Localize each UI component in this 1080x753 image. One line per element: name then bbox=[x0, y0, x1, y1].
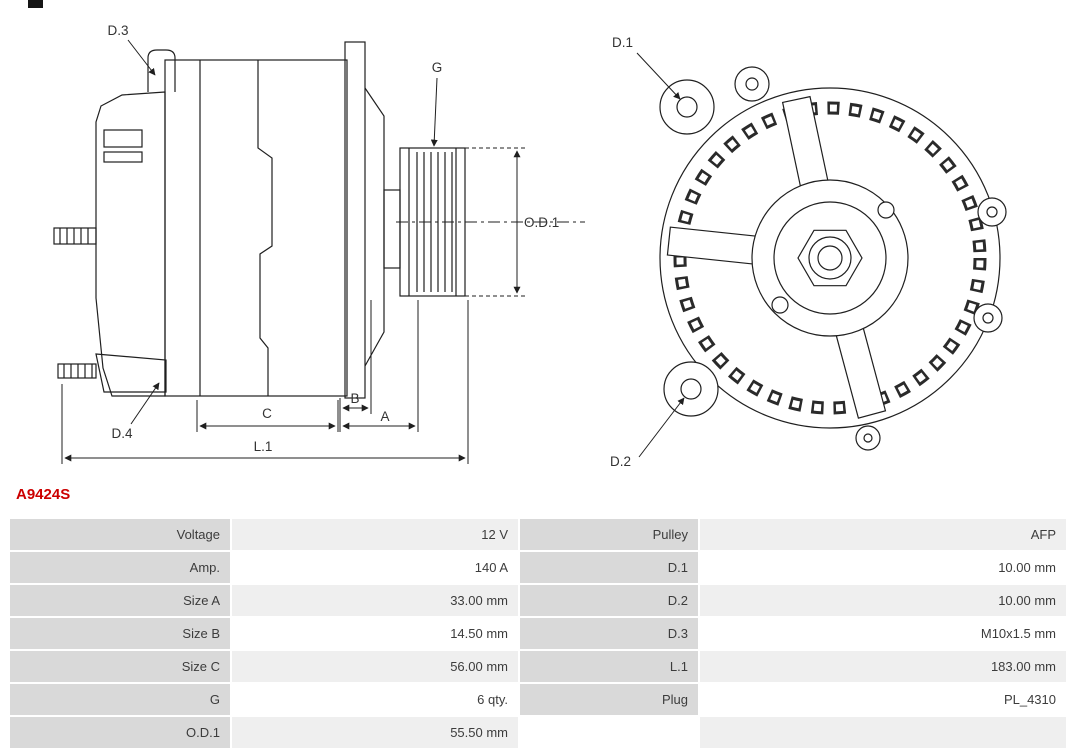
dim-label-g: G bbox=[432, 60, 443, 75]
spec-value: 10.00 mm bbox=[700, 552, 1066, 583]
technical-drawing: D.3 D.4 G O.D.1 C B A L.1 bbox=[53, 23, 1007, 469]
dim-label-a: A bbox=[380, 409, 389, 424]
alternator-front-view: D.1 D.2 bbox=[610, 35, 1007, 469]
spec-value: 183.00 mm bbox=[700, 651, 1066, 682]
dim-label-d1: D.1 bbox=[612, 35, 633, 50]
spec-value: 55.50 mm bbox=[232, 717, 518, 748]
spec-label: Size C bbox=[10, 651, 230, 682]
spec-label: Voltage bbox=[10, 519, 230, 550]
spec-value: M10x1.5 mm bbox=[700, 618, 1066, 649]
alternator-side-view: D.3 D.4 G O.D.1 C B A L.1 bbox=[53, 23, 585, 464]
spec-label: D.2 bbox=[520, 585, 698, 616]
spec-value: 56.00 mm bbox=[232, 651, 518, 682]
spec-value bbox=[700, 717, 1066, 748]
dim-label-l1: L.1 bbox=[254, 439, 273, 454]
spec-label: L.1 bbox=[520, 651, 698, 682]
spec-value: PL_4310 bbox=[700, 684, 1066, 715]
spec-label: G bbox=[10, 684, 230, 715]
cropped-logo-mark bbox=[28, 0, 43, 8]
spec-label: O.D.1 bbox=[10, 717, 230, 748]
spec-value: 12 V bbox=[232, 519, 518, 550]
spec-value: 33.00 mm bbox=[232, 585, 518, 616]
dim-label-b: B bbox=[350, 391, 359, 406]
spec-label: Pulley bbox=[520, 519, 698, 550]
dim-label-c: C bbox=[262, 406, 272, 421]
dim-label-d2: D.2 bbox=[610, 454, 631, 469]
spec-value: 140 A bbox=[232, 552, 518, 583]
dim-label-od1: O.D.1 bbox=[524, 215, 559, 230]
spec-label: Size B bbox=[10, 618, 230, 649]
spec-value: 10.00 mm bbox=[700, 585, 1066, 616]
spec-label: D.3 bbox=[520, 618, 698, 649]
dim-label-d4: D.4 bbox=[111, 426, 133, 441]
spec-value: 6 qty. bbox=[232, 684, 518, 715]
spec-label bbox=[520, 717, 698, 748]
spec-value: AFP bbox=[700, 519, 1066, 550]
dim-label-d3: D.3 bbox=[107, 23, 128, 38]
spec-table: Voltage 12 V Pulley AFP Amp. 140 A D.1 1… bbox=[10, 519, 1066, 748]
spec-label: Plug bbox=[520, 684, 698, 715]
spec-label: D.1 bbox=[520, 552, 698, 583]
spec-value: 14.50 mm bbox=[232, 618, 518, 649]
spec-label: Size A bbox=[10, 585, 230, 616]
spec-label: Amp. bbox=[10, 552, 230, 583]
part-number: A9424S bbox=[16, 486, 71, 503]
